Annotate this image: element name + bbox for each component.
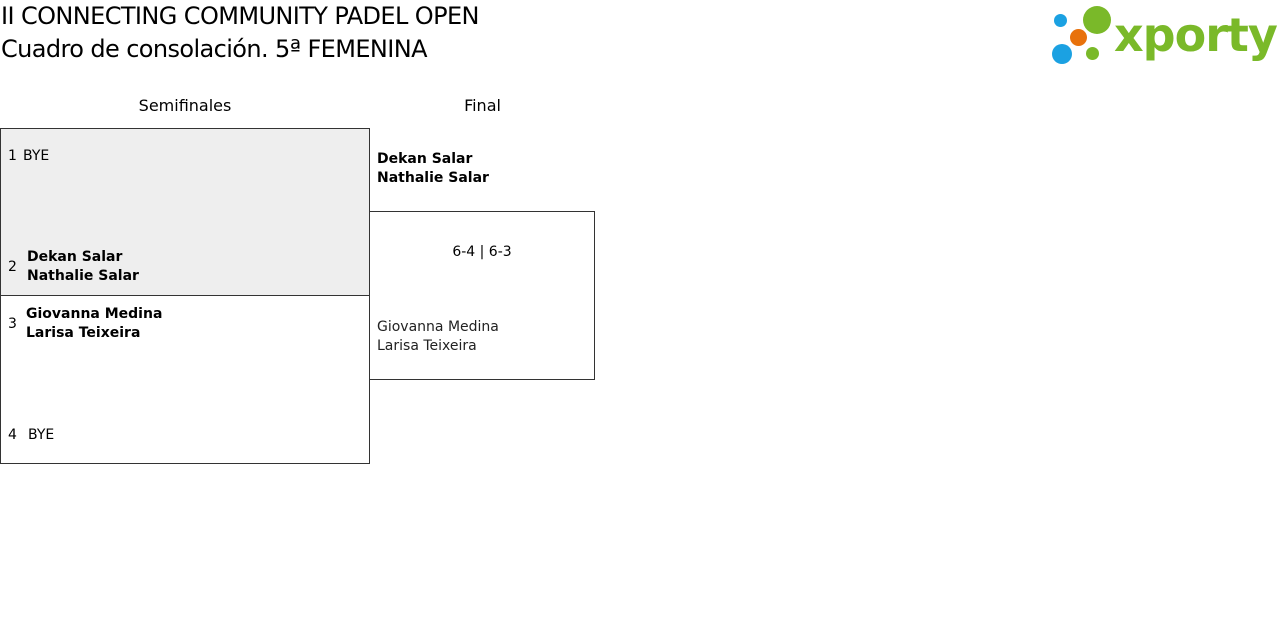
final-winner-team[interactable]: Dekan Salar Nathalie Salar [377, 150, 489, 188]
logo-dot-blue-bottom-icon [1052, 44, 1072, 64]
logo-text: xporty [1114, 8, 1278, 62]
logo-dot-orange-icon [1070, 29, 1087, 46]
seed-number: 1 [8, 148, 17, 164]
player-name: Nathalie Salar [27, 268, 139, 284]
semifinal-match-2[interactable]: 3 Giovanna Medina Larisa Teixeira 4 BYE [0, 295, 370, 464]
logo-dot-blue-top-icon [1054, 14, 1067, 27]
bye-entry: BYE [28, 427, 55, 443]
logo-dot-green-small-icon [1086, 47, 1099, 60]
final-runner-up-team[interactable]: Giovanna Medina Larisa Teixeira [377, 318, 499, 356]
draw-subtitle: Cuadro de consolación. 5ª FEMENINA [1, 35, 428, 63]
player-name: Nathalie Salar [377, 170, 489, 186]
seed-number: 4 [8, 427, 17, 443]
tournament-title: II CONNECTING COMMUNITY PADEL OPEN [1, 2, 479, 30]
player-name: Larisa Teixeira [377, 338, 477, 354]
player-name: Giovanna Medina [26, 306, 163, 322]
final-match[interactable] [369, 211, 595, 380]
round-title-semifinales: Semifinales [138, 96, 232, 115]
round-title-final: Final [464, 96, 501, 115]
bye-entry: BYE [23, 148, 50, 164]
player-name: Giovanna Medina [377, 319, 499, 335]
semifinal-match-1[interactable]: 1 BYE 2 Dekan Salar Nathalie Salar [0, 128, 370, 296]
final-score: 6-4 | 6-3 [452, 244, 512, 260]
logo-dot-green-large-icon [1083, 6, 1111, 34]
player-name: Dekan Salar [377, 151, 473, 167]
player-name: Dekan Salar [27, 249, 123, 265]
player-name: Larisa Teixeira [26, 325, 141, 341]
seed-number: 2 [8, 259, 17, 275]
xporty-logo[interactable]: xporty [1050, 4, 1278, 66]
seed-number: 3 [8, 316, 17, 332]
team-entry[interactable]: Dekan Salar Nathalie Salar [27, 248, 139, 286]
team-entry[interactable]: Giovanna Medina Larisa Teixeira [26, 305, 162, 343]
